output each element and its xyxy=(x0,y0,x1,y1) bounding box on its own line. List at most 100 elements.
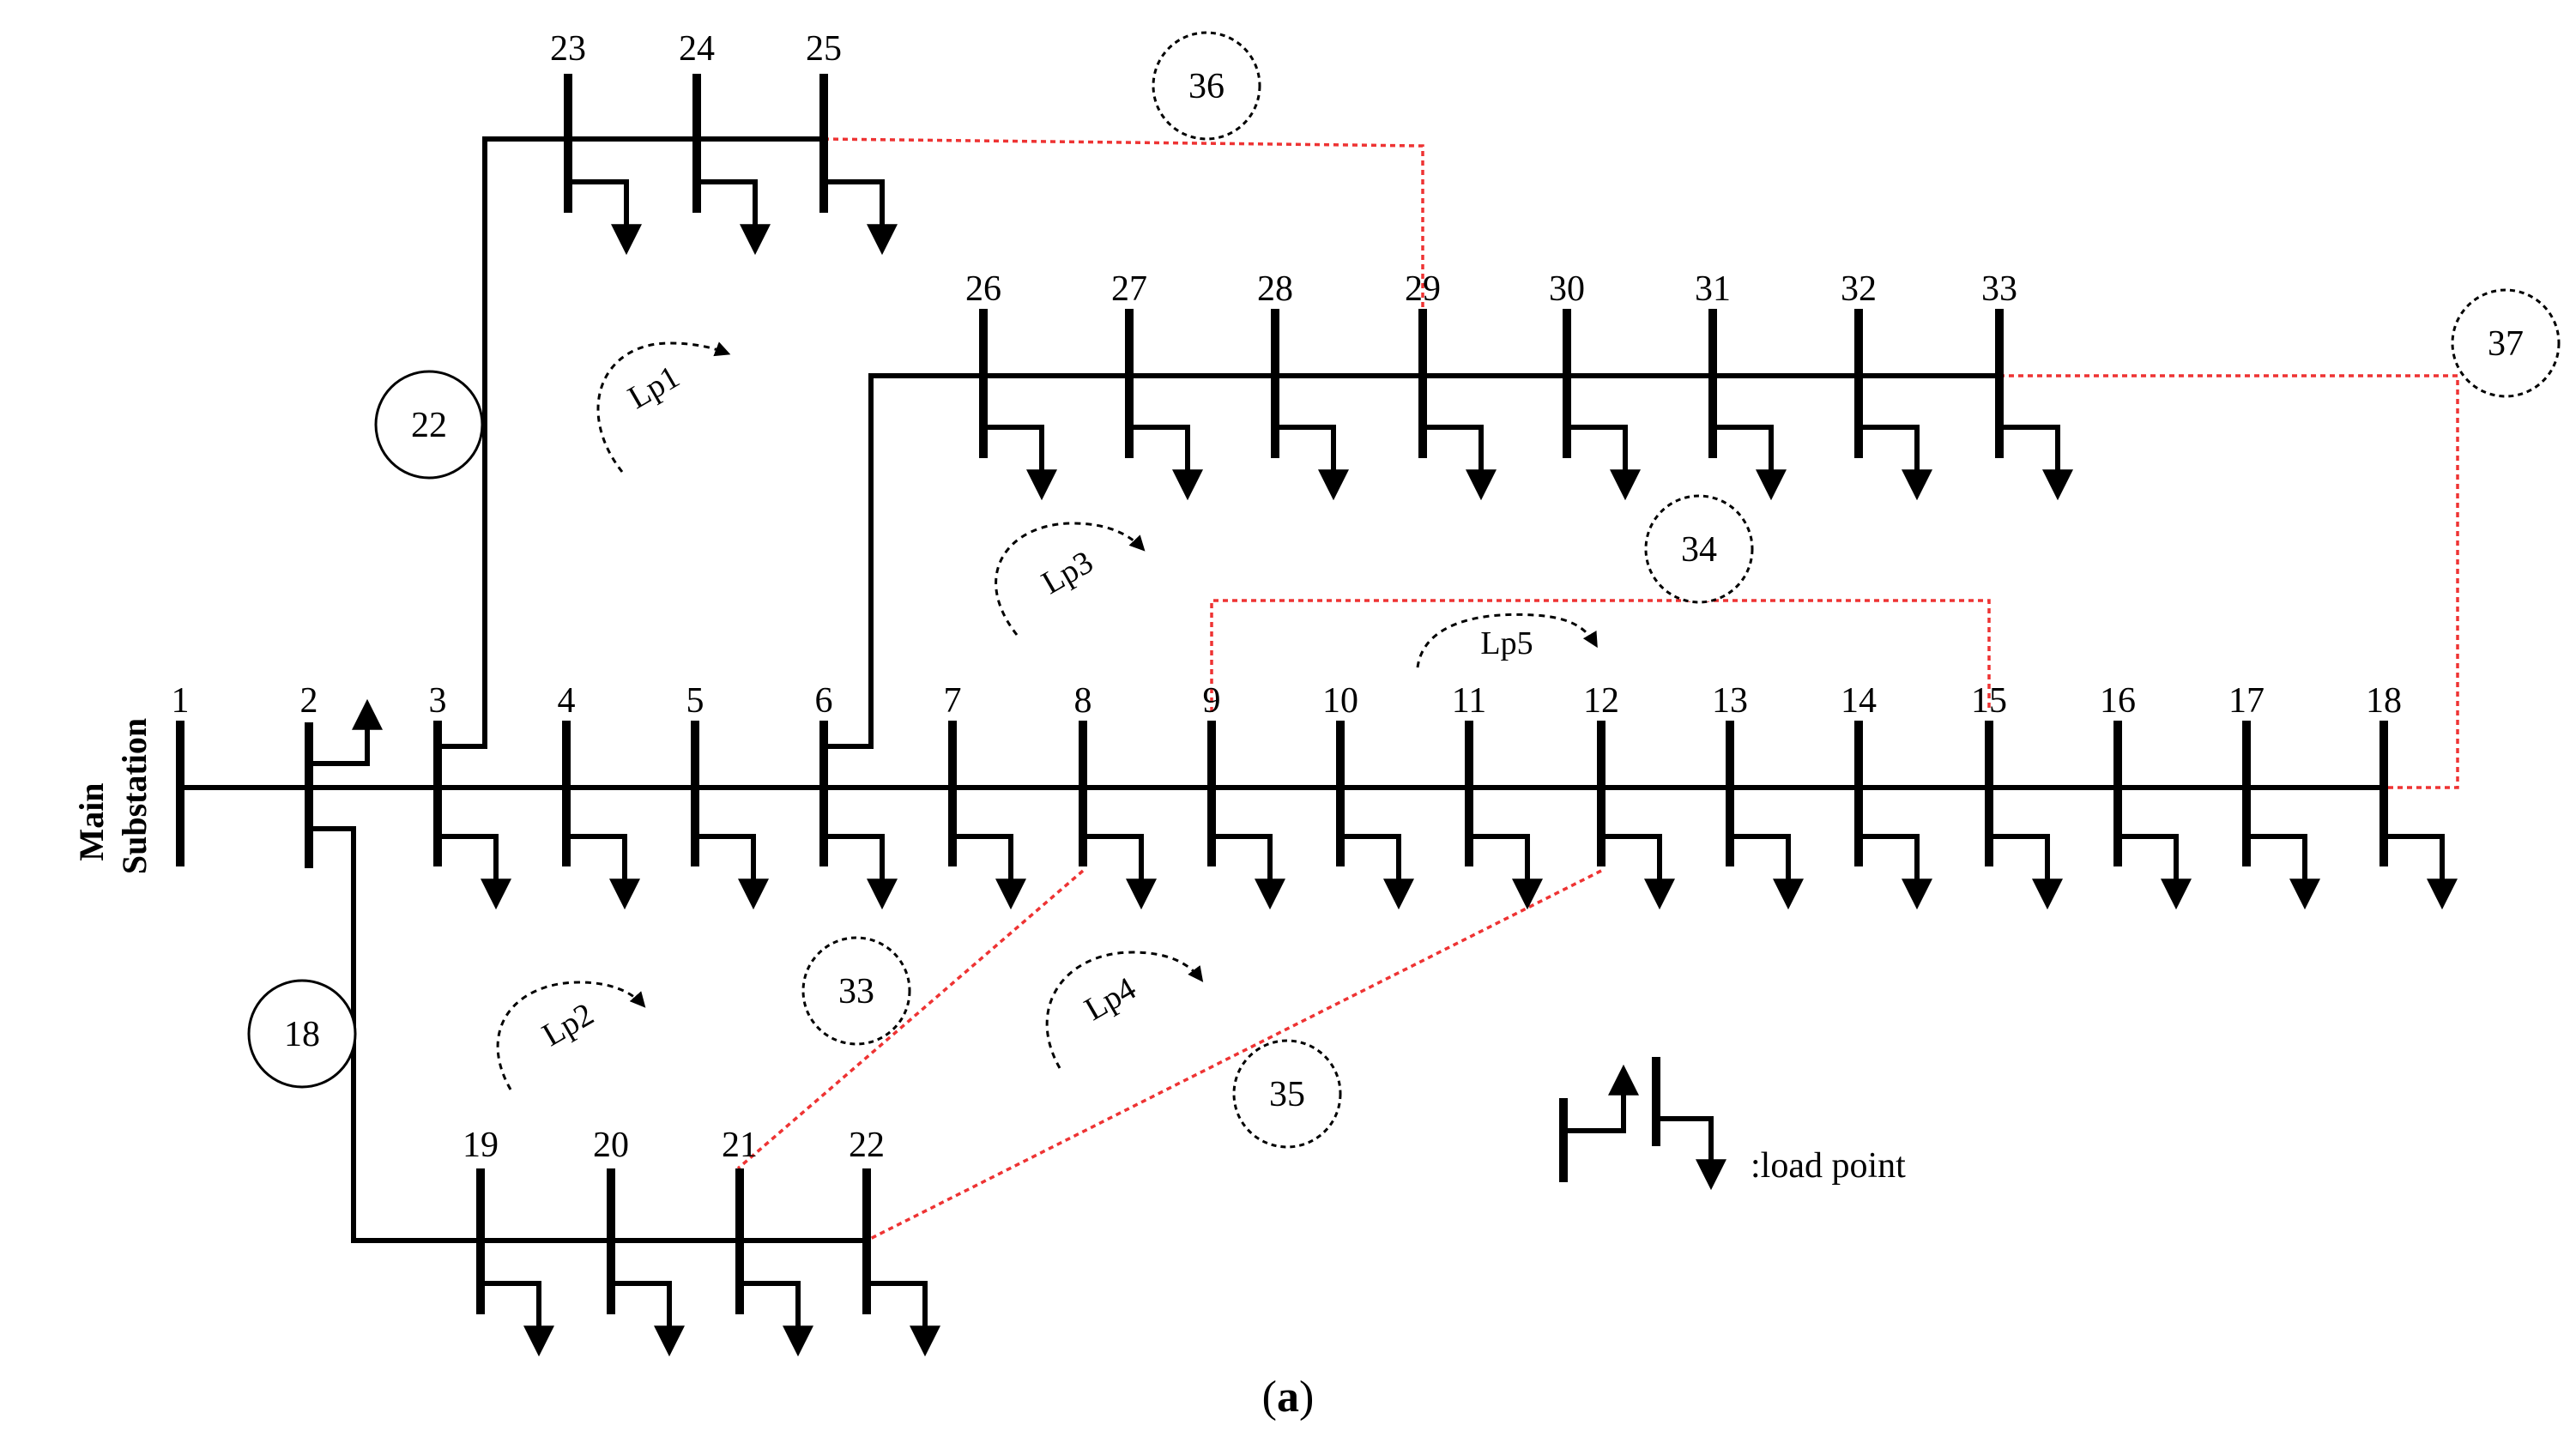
bus-2-upward-load xyxy=(309,698,383,766)
load-arrow-33 xyxy=(1999,425,2073,501)
bus-21 xyxy=(735,1168,813,1357)
load-arrow-16 xyxy=(2118,834,2192,910)
bus-29 xyxy=(1418,309,1497,501)
load-arrow-5 xyxy=(695,834,769,910)
bus-number-10: 10 xyxy=(1322,681,1358,721)
bus-14 xyxy=(1854,721,1932,910)
load-arrow-18 xyxy=(2384,834,2458,910)
bus-10 xyxy=(1336,721,1414,910)
bus-31 xyxy=(1708,309,1787,501)
lateral-feeder-23-25 xyxy=(438,136,824,749)
bus-30 xyxy=(1563,309,1641,501)
tie-label-36: 36 xyxy=(1152,31,1261,141)
branch-label-22: 22 xyxy=(374,370,484,480)
svg-text:34: 34 xyxy=(1681,530,1717,570)
bus-number-19: 19 xyxy=(463,1126,499,1165)
loop-lp5: Lp5 xyxy=(1416,613,1598,668)
tie-label-37: 37 xyxy=(2451,288,2561,398)
load-arrow-29 xyxy=(1423,425,1497,501)
load-arrow-6 xyxy=(824,834,898,910)
bus-number-28: 28 xyxy=(1257,269,1293,309)
bus-number-14: 14 xyxy=(1841,681,1877,721)
load-arrow-32 xyxy=(1859,425,1932,501)
bus-9 xyxy=(1207,721,1285,910)
bus-4 xyxy=(562,721,640,910)
bus-7 xyxy=(948,721,1026,910)
bus-25 xyxy=(819,74,898,256)
bus-number-1: 1 xyxy=(172,681,190,721)
bus-11 xyxy=(1465,721,1543,910)
bus-12 xyxy=(1597,721,1675,910)
bus-number-20: 20 xyxy=(593,1126,629,1165)
bus-28 xyxy=(1271,309,1349,501)
lateral-feeder-26-33 xyxy=(824,373,1999,749)
branch-label-18: 18 xyxy=(247,979,357,1089)
bus-number-3: 3 xyxy=(429,681,447,721)
bus-27 xyxy=(1125,309,1203,501)
load-arrow-4 xyxy=(566,834,640,910)
tie-lines xyxy=(736,137,2459,1242)
svg-text:18: 18 xyxy=(284,1015,320,1054)
bus-number-26: 26 xyxy=(965,269,1001,309)
bus-number-33: 33 xyxy=(1981,269,2017,309)
load-arrow-25 xyxy=(824,179,898,256)
svg-text:33: 33 xyxy=(838,972,874,1011)
bus-3 xyxy=(433,721,511,910)
bus-22 xyxy=(862,1168,940,1357)
svg-text:Lp1: Lp1 xyxy=(622,359,686,416)
bus-number-17: 17 xyxy=(2228,681,2265,721)
bus-number-15: 15 xyxy=(1971,681,2007,721)
substation-label-line1: Main xyxy=(72,782,111,860)
load-arrow-27 xyxy=(1129,425,1203,501)
loop-lp2: Lp2 xyxy=(496,981,646,1090)
load-arrow-24 xyxy=(697,179,771,256)
bus-number-27: 27 xyxy=(1111,269,1147,309)
tie-line-37 xyxy=(1999,374,2459,789)
load-arrow-8 xyxy=(1083,834,1157,910)
bus-18 xyxy=(2379,721,2458,910)
bus-number-18: 18 xyxy=(2366,681,2402,721)
load-arrow-30 xyxy=(1567,425,1641,501)
legend: :load point xyxy=(1559,1057,1906,1191)
tie-line-35 xyxy=(866,869,1602,1242)
bus-number-23: 23 xyxy=(550,29,586,69)
load-arrow-11 xyxy=(1469,834,1543,910)
bus-number-5: 5 xyxy=(686,681,704,721)
svg-text:Lp5: Lp5 xyxy=(1480,625,1533,661)
tie-label-34: 34 xyxy=(1644,494,1754,604)
load-arrow-20 xyxy=(611,1281,685,1357)
load-arrow-28 xyxy=(1275,425,1349,501)
load-arrow-9 xyxy=(1212,834,1285,910)
load-arrow-12 xyxy=(1601,834,1675,910)
tie-label-33: 33 xyxy=(801,936,911,1046)
bus-17 xyxy=(2242,721,2320,910)
bus-8 xyxy=(1079,721,1157,910)
loop-lp4: Lp4 xyxy=(1045,951,1204,1069)
bus-26 xyxy=(979,309,1057,501)
bus-13 xyxy=(1726,721,1804,910)
loop-lp3: Lp3 xyxy=(995,522,1146,636)
load-arrow-19 xyxy=(481,1281,554,1357)
bus-32 xyxy=(1854,309,1932,501)
load-arrow-17 xyxy=(2246,834,2320,910)
bus-19 xyxy=(476,1168,554,1357)
tie-line-33 xyxy=(736,869,1085,1170)
load-arrow-22 xyxy=(867,1281,940,1357)
bus-number-13: 13 xyxy=(1712,681,1748,721)
bus-number-31: 31 xyxy=(1695,269,1731,309)
bus-24 xyxy=(692,74,771,256)
bus-number-22: 22 xyxy=(849,1126,885,1165)
substation-label-line2: Substation xyxy=(115,718,154,874)
bus-number-11: 11 xyxy=(1452,681,1486,721)
bus-23 xyxy=(564,74,642,256)
load-arrow-14 xyxy=(1859,834,1932,910)
load-arrow-23 xyxy=(568,179,642,256)
bus-number-32: 32 xyxy=(1841,269,1877,309)
bus-15 xyxy=(1985,721,2063,910)
bus-number-29: 29 xyxy=(1405,269,1441,309)
svg-text:Lp2: Lp2 xyxy=(536,996,600,1054)
load-arrow-10 xyxy=(1340,834,1414,910)
bus-number-16: 16 xyxy=(2100,681,2136,721)
